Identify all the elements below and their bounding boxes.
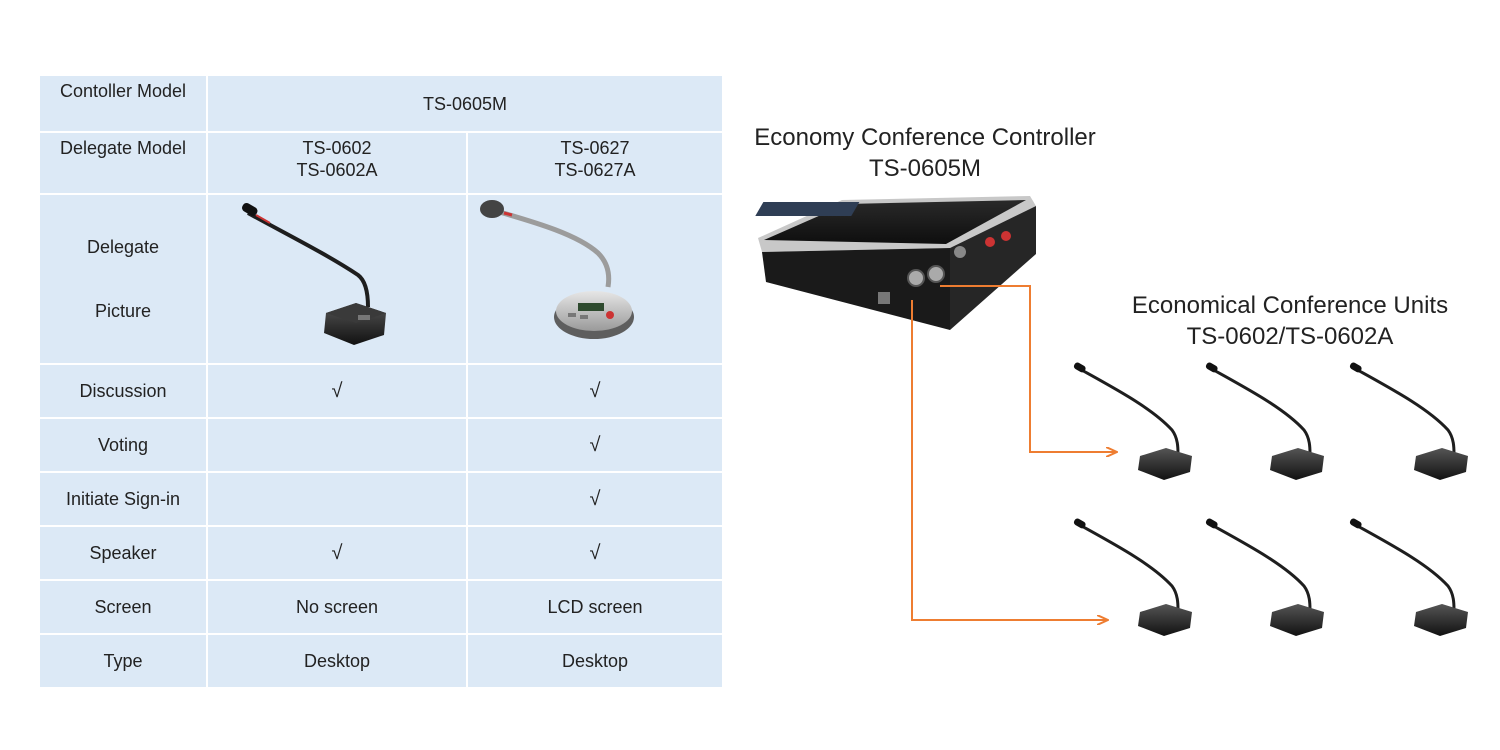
table-row: Initiate Sign-in √ (38, 471, 724, 527)
feature-value: Desktop (206, 633, 468, 689)
controller-device-icon (755, 196, 1036, 330)
feature-value (206, 471, 468, 527)
gooseneck-mic-image (206, 193, 468, 365)
microphone-icon (480, 200, 634, 339)
controller-title: Economy Conference Controller TS-0605M (745, 122, 1105, 184)
feature-value: √ (206, 525, 468, 581)
connection-line (911, 300, 1107, 620)
feature-label: Discussion (38, 363, 208, 419)
feature-label: Initiate Sign-in (38, 471, 208, 527)
feature-value: No screen (206, 579, 468, 635)
controller-title-line: Economy Conference Controller (754, 124, 1096, 151)
feature-label: Speaker (38, 525, 208, 581)
units-title-line: Economical Conference Units (1131, 292, 1449, 319)
model-name: TS-0602A (296, 160, 378, 180)
connection-line (940, 285, 1116, 452)
feature-label: Screen (38, 579, 208, 635)
table-row: Type Desktop Desktop (38, 633, 724, 689)
feature-label: Voting (38, 417, 208, 473)
model-name: TS-0627A (554, 160, 636, 180)
feature-label: Type (38, 633, 208, 689)
lcd-mic-image (466, 193, 724, 365)
conference-unit-icon (1073, 518, 1192, 636)
conference-unit-icon (1349, 518, 1468, 636)
delegate-model-col2: TS-0627 TS-0627A (466, 131, 724, 195)
feature-value: √ (466, 417, 724, 473)
controller-model-value: TS-0605M (206, 74, 724, 133)
table-row-controller: Contoller Model TS-0605M (38, 74, 724, 133)
feature-value: LCD screen (466, 579, 724, 635)
conference-unit-icon (1205, 518, 1324, 636)
conference-unit-icon (1205, 362, 1324, 480)
units-title-line: TS-0602/TS-0602A (1186, 323, 1394, 350)
model-name: TS-0602 (302, 138, 372, 158)
table-row-picture: Delegate Picture (38, 193, 724, 365)
controller-title-line: TS-0605M (868, 155, 982, 182)
delegate-model-label: Delegate Model (38, 131, 208, 195)
conference-unit-icon (1073, 362, 1192, 480)
spec-table: Contoller Model TS-0605M Delegate Model … (38, 74, 724, 689)
feature-value: √ (206, 363, 468, 419)
feature-value (206, 417, 468, 473)
microphone-icon (242, 203, 386, 345)
table-row: Screen No screen LCD screen (38, 579, 724, 635)
units-title: Economical Conference Units TS-0602/TS-0… (1120, 290, 1460, 352)
delegate-model-col1: TS-0602 TS-0602A (206, 131, 468, 195)
table-row-delegate-model: Delegate Model TS-0602 TS-0602A TS-0627 … (38, 131, 724, 195)
picture-label-line: Delegate (86, 237, 160, 257)
feature-value: √ (466, 525, 724, 581)
feature-value: Desktop (466, 633, 724, 689)
delegate-picture-label: Delegate Picture (38, 193, 208, 365)
controller-model-label: Contoller Model (38, 74, 208, 133)
table-row: Speaker √ √ (38, 525, 724, 581)
model-name: TS-0627 (560, 138, 630, 158)
table-row: Discussion √ √ (38, 363, 724, 419)
conference-unit-icon (1349, 362, 1468, 480)
feature-value: √ (466, 471, 724, 527)
picture-label-line: Picture (94, 301, 152, 321)
feature-value: √ (466, 363, 724, 419)
table-row: Voting √ (38, 417, 724, 473)
